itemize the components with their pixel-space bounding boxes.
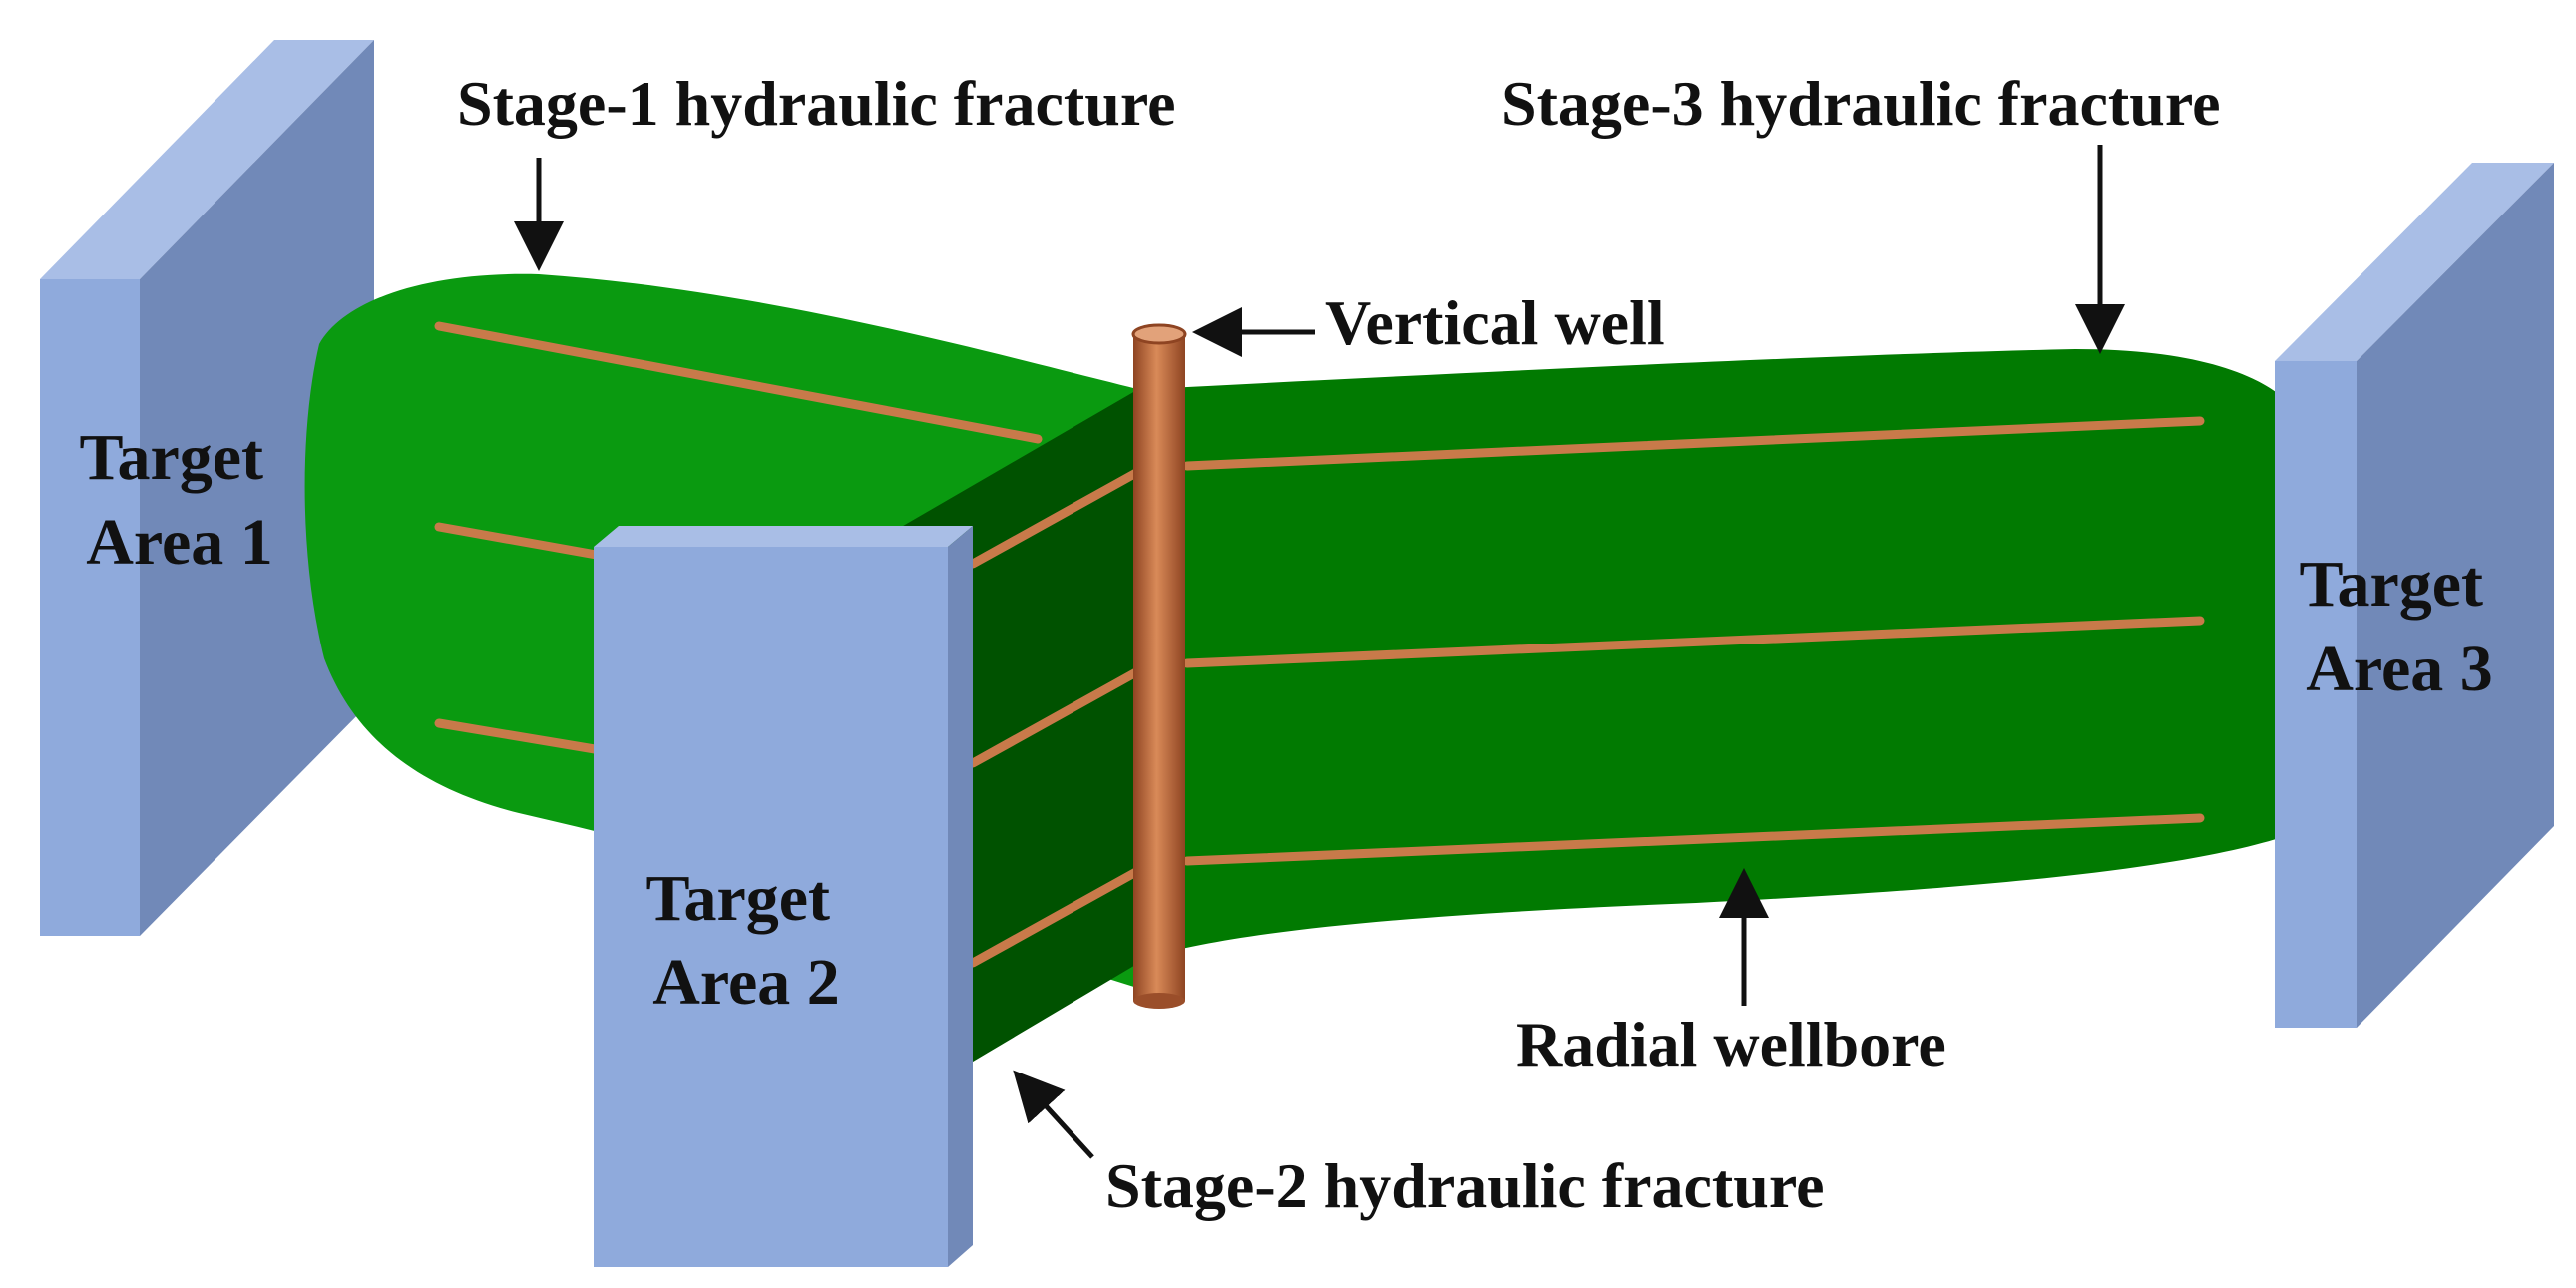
stage-2-radial-wellbores: [968, 459, 1157, 968]
vertical-well-body: [1133, 334, 1185, 1001]
stage-3-wellbore-bottom: [1182, 813, 2205, 866]
target-area-2-label-line1: Target: [645, 862, 830, 935]
target-area-2-front: [594, 547, 948, 1267]
stage-1-fracture-label: Stage-1 hydraulic fracture: [457, 68, 1175, 139]
target-area-2-side: [948, 526, 973, 1267]
stage-1-wellbore-middle: [434, 522, 624, 564]
stage-2-wellbore-lower-middle: [968, 858, 1157, 968]
stage-3-fracture-label: Stage-3 hydraulic fracture: [1502, 68, 2220, 139]
target-area-2-label: Target Area 2: [645, 862, 846, 1019]
stage-1-wellbore-bottom: [434, 718, 624, 758]
target-area-1-label-line1: Target: [79, 421, 263, 494]
target-area-1-label-line2: Area 1: [86, 506, 273, 579]
vertical-well-pipe: [1131, 323, 1187, 1009]
target-area-3-front: [2275, 361, 2357, 1028]
vertical-well-top-cap: [1131, 323, 1187, 345]
target-area-1-front: [40, 279, 140, 936]
target-area-1-label: Target Area 1: [79, 421, 279, 579]
stage-3-wellbore-middle: [1182, 616, 2205, 668]
target-area-3-side: [2357, 163, 2554, 1028]
stage-3-radial-wellbores: [1182, 416, 2205, 866]
callout-arrows: [514, 145, 2125, 1159]
target-area-2-block: [594, 526, 973, 1267]
target-area-2-top: [594, 526, 973, 547]
radial-wellbore-label: Radial wellbore: [1516, 1009, 1946, 1079]
target-area-3-label: Target Area 3: [2299, 548, 2499, 705]
stage-3-wellbore-top: [1182, 416, 2205, 471]
stage-2-wellbore-top: [968, 459, 1157, 569]
target-area-3-top: [2275, 163, 2554, 361]
target-area-1-block: [40, 40, 374, 936]
stage-1-radial-wellbores: [434, 321, 1043, 758]
stage-3-fracture: [1147, 349, 2295, 958]
vertical-well-bottom-cap: [1133, 993, 1185, 1009]
target-area-2-label-line2: Area 2: [652, 946, 840, 1019]
stage-2-fracture-label: Stage-2 hydraulic fracture: [1105, 1150, 1824, 1221]
target-area-1-side: [140, 40, 374, 936]
target-area-3-label-line1: Target: [2299, 548, 2483, 621]
stage-1-wellbore-top: [434, 321, 1043, 444]
stage-2-arrow: [1013, 1070, 1094, 1159]
stage-2-wellbore-upper-middle: [968, 658, 1157, 768]
target-area-3-label-line2: Area 3: [2306, 633, 2493, 705]
target-area-3-block: [2275, 163, 2554, 1028]
vertical-well-label: Vertical well: [1325, 287, 1665, 358]
target-area-1-top: [40, 40, 374, 279]
